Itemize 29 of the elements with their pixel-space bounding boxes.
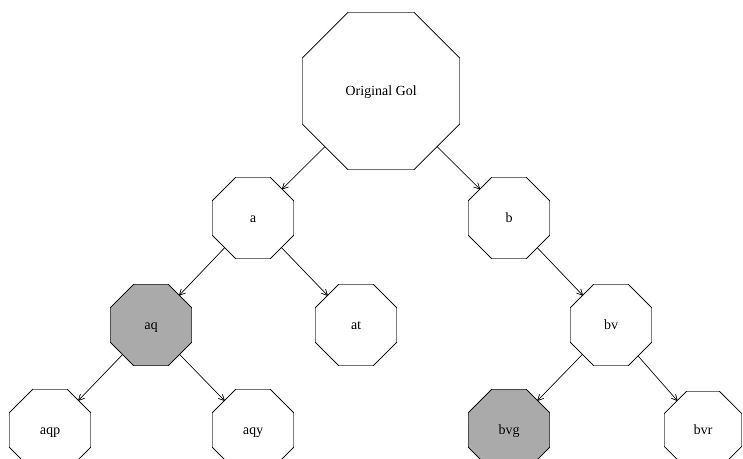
octagon-node	[468, 177, 550, 259]
octagon-node	[664, 391, 742, 459]
node-label: bv	[604, 316, 618, 334]
node-label: aq	[144, 316, 158, 334]
arrow	[178, 247, 226, 296]
arrow	[78, 354, 123, 401]
node-label: at	[350, 316, 362, 334]
octagon-node	[570, 284, 652, 366]
arrow	[281, 247, 328, 296]
node-label: bvr	[694, 422, 712, 440]
arrow	[436, 146, 480, 190]
node-label: Original Gol	[345, 82, 417, 100]
node-label: aqy	[242, 422, 264, 440]
arrow	[282, 146, 326, 190]
node-label: b	[506, 210, 512, 228]
octagon-node	[315, 284, 397, 366]
node-label: a	[250, 210, 256, 228]
octagon-node	[212, 389, 294, 459]
arrow	[179, 354, 225, 401]
node-label: bvg	[498, 422, 520, 440]
octagon-node	[302, 12, 460, 170]
octagon-node	[468, 389, 550, 459]
arrow	[638, 355, 678, 402]
arrow	[537, 354, 583, 401]
arrow	[536, 247, 584, 296]
octagon-node	[212, 177, 294, 259]
node-label: aqp	[40, 422, 60, 440]
octagon-node	[110, 284, 192, 366]
octagon-node	[9, 389, 91, 459]
